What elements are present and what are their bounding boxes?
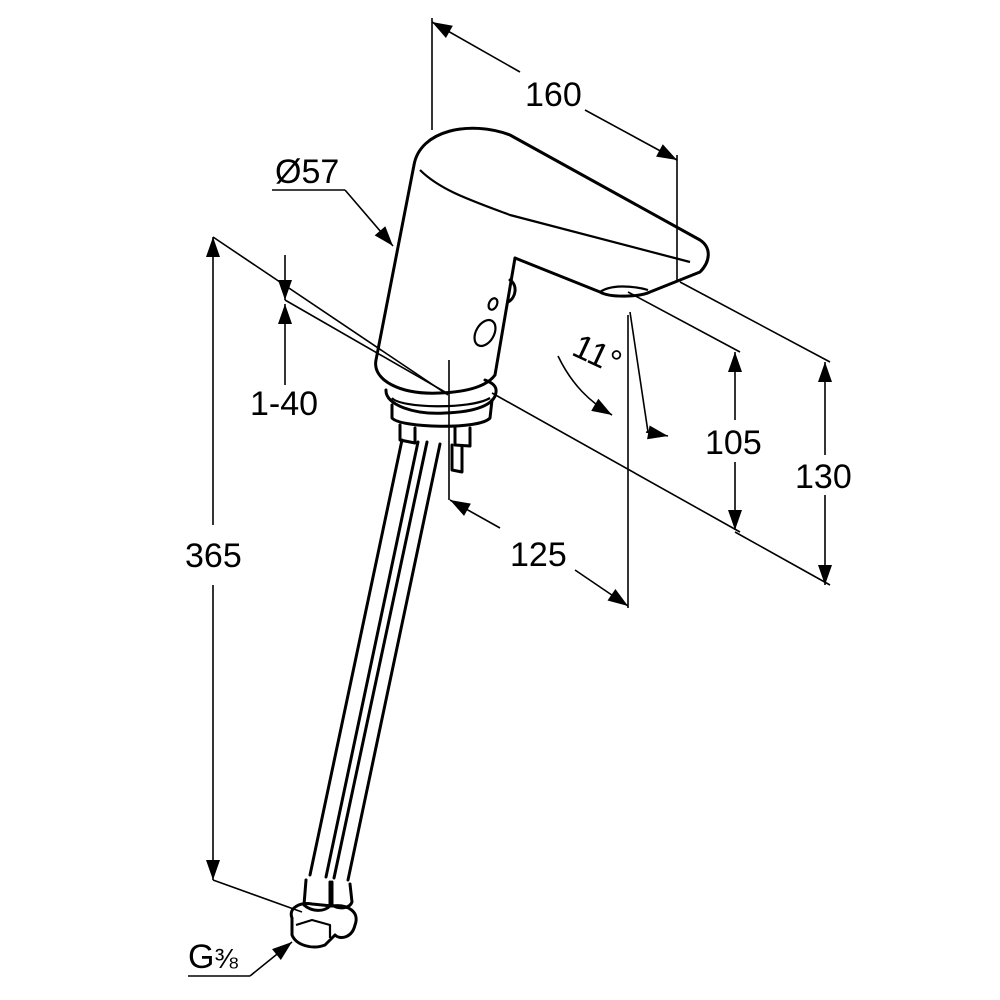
thread-label-main: G	[188, 938, 214, 976]
dimension-160: 160	[431, 18, 678, 282]
dimension-125: 125	[448, 315, 629, 608]
dimension-angle: 11°	[557, 311, 669, 440]
supply-hoses	[289, 438, 442, 949]
faucet-body	[374, 126, 710, 474]
dimension-thread: G⅜	[188, 938, 293, 977]
dimension-label-angle: 11°	[567, 327, 627, 382]
dimension-label-outlet-height: 105	[705, 424, 762, 462]
dimension-130: 130	[679, 281, 852, 586]
dimension-label-length: 160	[525, 76, 582, 114]
dimension-label-diameter: Ø57	[275, 153, 339, 191]
dimension-deck-thickness: 1-40	[250, 255, 446, 423]
thread-label: G⅜	[188, 938, 238, 976]
dimension-label-deck-thickness: 1-40	[250, 385, 318, 423]
dimension-105: 105	[491, 291, 762, 533]
dimension-diameter: Ø57	[272, 153, 394, 247]
dimension-365: 365	[185, 236, 449, 913]
dimension-label-total-height: 365	[185, 537, 242, 575]
dimension-label-projection: 125	[510, 536, 567, 574]
thread-label-fraction: ⅜	[214, 943, 238, 974]
dimension-label-overall-height: 130	[795, 458, 852, 496]
